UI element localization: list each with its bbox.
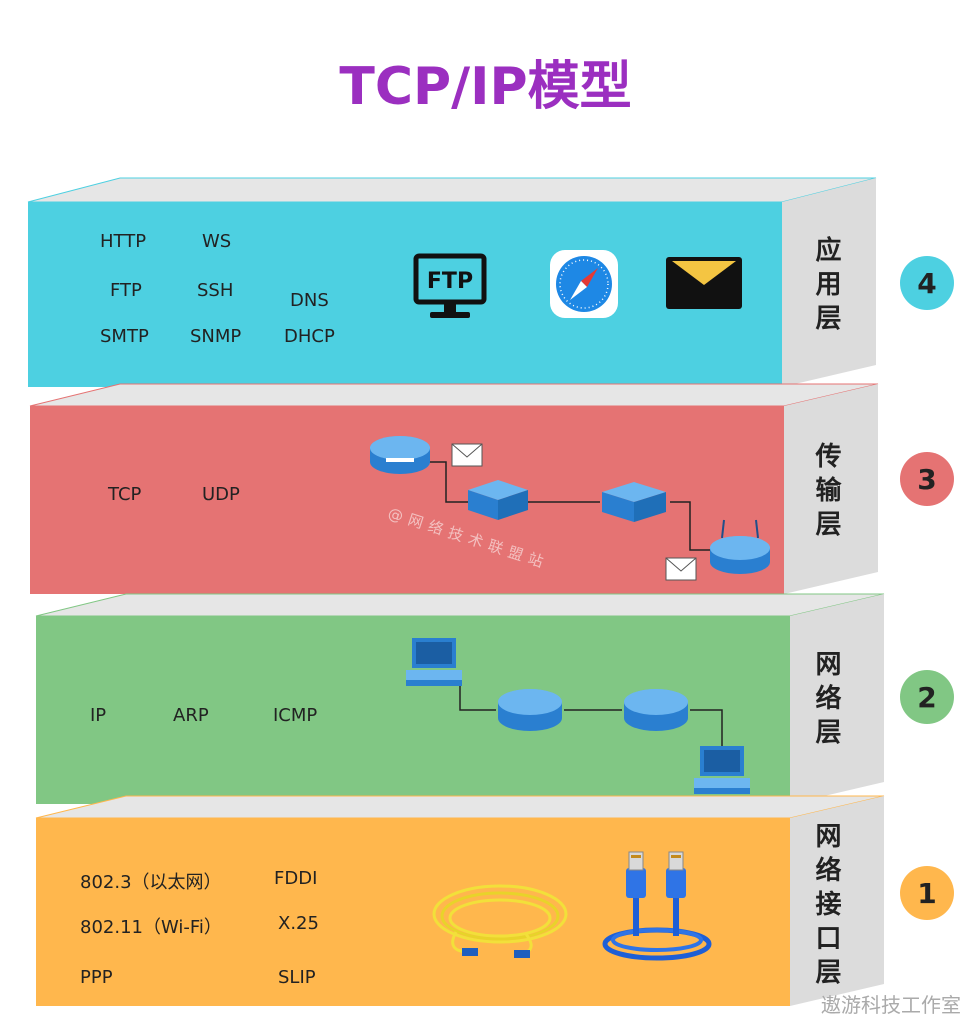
transport-layer-slab [29, 383, 879, 594]
protocol-ws: WS [202, 231, 232, 252]
protocol-icmp: ICMP [273, 705, 318, 726]
protocol-x25: X.25 [278, 913, 319, 934]
ftp-monitor-icon: FTP [413, 253, 487, 318]
router-icon [370, 436, 430, 474]
protocol-dhcp: DHCP [284, 326, 335, 347]
layer-4-badge: 4 [900, 256, 954, 310]
protocol-ip: IP [90, 705, 107, 726]
transport-network-diagram [370, 436, 770, 581]
computer-icon [694, 746, 750, 794]
protocol-ppp: PPP [80, 967, 113, 988]
ethernet-cable-icon [602, 851, 712, 961]
layer-3-badge: 3 [900, 452, 954, 506]
connection-lines [418, 461, 710, 551]
protocol-tcp: TCP [108, 484, 142, 505]
mail-icon [451, 443, 483, 467]
layer-2-name: 网络层 [811, 650, 841, 752]
application-layer-slab [27, 177, 877, 387]
mail-icon [665, 557, 697, 581]
switch-icon [602, 482, 666, 522]
router-icon [624, 689, 688, 731]
page-title: TCP/IP模型 [339, 57, 632, 117]
switch-icon [468, 480, 528, 520]
protocol-snmp: SNMP [190, 326, 242, 347]
layer-1-name: 网络接口层 [811, 822, 841, 992]
mail-envelope-icon [666, 257, 742, 309]
layer-1-badge: 1 [900, 866, 954, 920]
protocol-fddi: FDDI [274, 868, 318, 889]
protocol-dns: DNS [290, 290, 329, 311]
protocol-udp: UDP [202, 484, 240, 505]
link-layer-slab [35, 795, 885, 1006]
fiber-cable-icon [432, 884, 568, 958]
computer-icon [406, 638, 462, 686]
layer-4-name: 应用层 [811, 236, 841, 338]
network-layer-diagram [406, 638, 750, 794]
protocol-arp: ARP [173, 705, 209, 726]
protocol-smtp: SMTP [100, 326, 149, 347]
layer-3-name: 传输层 [811, 442, 841, 544]
protocol-http: HTTP [100, 231, 147, 252]
layer-2-badge: 2 [900, 670, 954, 724]
protocol-80211: 802.11（Wi-Fi） [80, 917, 222, 938]
ftp-icon-text: FTP [427, 269, 473, 294]
router-icon [710, 519, 770, 574]
credit-text: 遨游科技工作室 [821, 993, 961, 1017]
protocol-ftp: FTP [110, 280, 142, 301]
safari-compass-icon [550, 250, 618, 318]
protocol-ssh: SSH [197, 280, 234, 301]
protocol-8023: 802.3（以太网） [80, 872, 222, 893]
router-icon [498, 689, 562, 731]
protocol-slip: SLIP [278, 967, 316, 988]
